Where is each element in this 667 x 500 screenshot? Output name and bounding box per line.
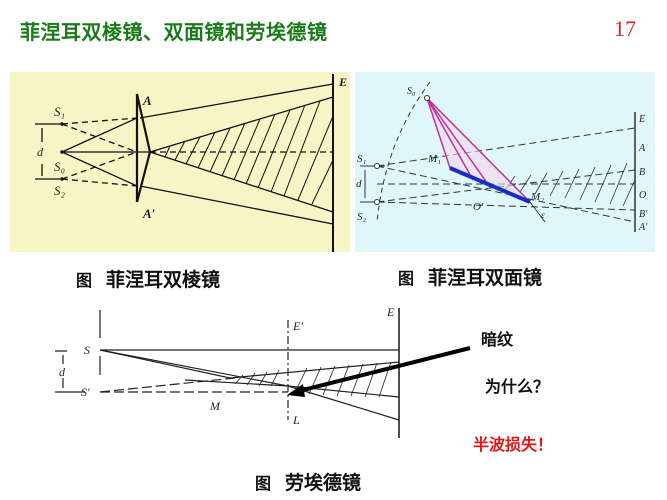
lloyd-mirror-diagram: S S′ d M E′ L E xyxy=(55,300,475,440)
label-s0: S₀ xyxy=(407,86,416,97)
label-d: d xyxy=(356,178,362,190)
label-s1: S₁ xyxy=(54,104,65,119)
label-e: E xyxy=(638,114,645,125)
label-b: B xyxy=(639,167,645,178)
slide-title: 菲涅耳双棱镜、双面镜和劳埃德镜 xyxy=(20,20,328,44)
label-s1: S₁ xyxy=(357,153,367,165)
caption-title: 菲涅耳双面镜 xyxy=(428,267,543,289)
label-s-prime: S′ xyxy=(81,385,90,399)
caption-title: 菲涅耳双棱镜 xyxy=(106,269,221,291)
caption-prefix: 图 xyxy=(76,271,93,290)
label-d: d xyxy=(37,145,44,159)
label-a: A xyxy=(142,93,152,108)
half-wave-loss-label: 半波损失！ xyxy=(473,435,554,454)
label-o-prime: O′ xyxy=(473,201,484,213)
label-e-prime: E′ xyxy=(292,319,303,333)
biprism-diagram: S₁ S₀ S₂ d A A′ E xyxy=(10,72,350,252)
label-d: d xyxy=(59,365,66,379)
label-s2: S₂ xyxy=(54,183,66,198)
label-epsilon: ε xyxy=(541,210,545,220)
label-s0: S₀ xyxy=(54,159,65,174)
dark-fringe-label: 暗纹 xyxy=(481,330,514,349)
label-o: O xyxy=(639,190,646,201)
caption-double-mirror: 图菲涅耳双面镜 xyxy=(398,263,542,290)
label-m: M xyxy=(209,399,221,413)
label-a-prime: A′ xyxy=(142,206,156,221)
caption-prefix: 图 xyxy=(398,269,415,288)
label-s: S xyxy=(84,343,90,357)
label-e: E xyxy=(386,305,395,319)
caption-biprism: 图菲涅耳双棱镜 xyxy=(76,265,220,292)
label-b-prime: B′ xyxy=(639,209,648,220)
caption-prefix: 图 xyxy=(255,474,272,493)
caption-title: 劳埃德镜 xyxy=(285,472,362,494)
double-mirror-diagram: S₀ S₁ S₂ d M₁ M₂ O′ ε E A B O B′ A′ xyxy=(355,72,655,252)
label-a-prime: A′ xyxy=(638,222,648,233)
label-s2: S₂ xyxy=(357,211,367,223)
label-m2: M₂ xyxy=(530,191,544,203)
question-label: 为什么？ xyxy=(485,377,550,396)
label-l: L xyxy=(292,413,300,427)
label-a: A xyxy=(638,143,646,154)
label-e: E xyxy=(338,75,347,89)
page-number: 17 xyxy=(614,16,636,41)
label-m1: M₁ xyxy=(427,153,441,165)
caption-lloyd-mirror: 图劳埃德镜 xyxy=(255,468,361,495)
